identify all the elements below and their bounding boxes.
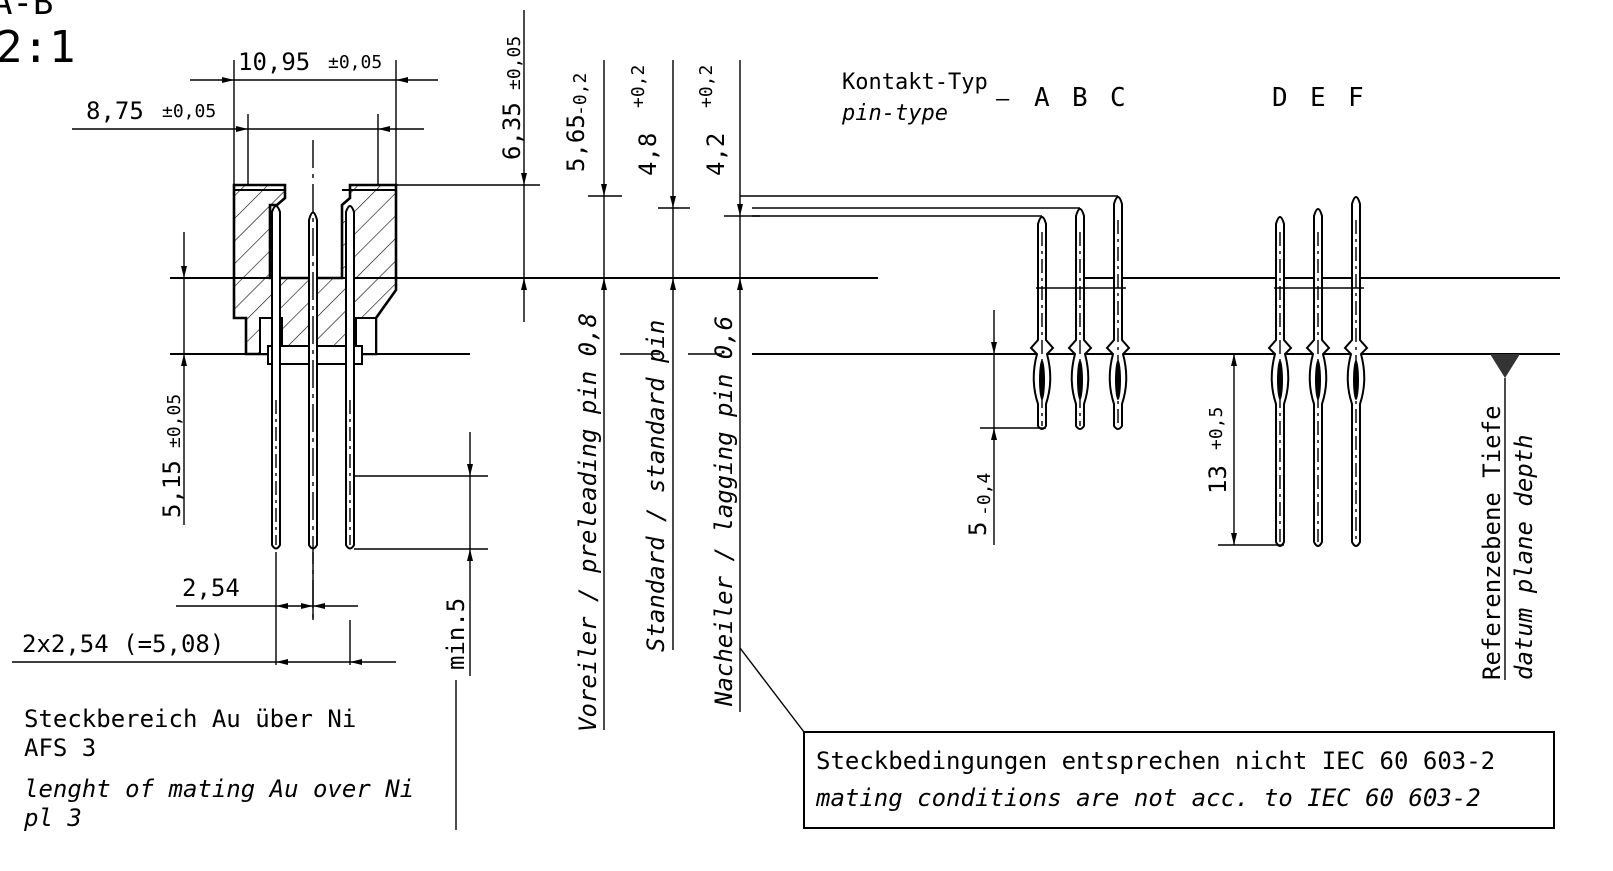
mating-note-de: Steckbedingungen entsprechen nicht IEC 6… (816, 747, 1495, 775)
dim-4-2: 4,2 (702, 133, 730, 176)
dim-10-95-tol: ±0,05 (328, 52, 382, 73)
dim-8-75: 8,75 (86, 97, 144, 125)
dim-5-15-tol: ±0,05 (164, 394, 185, 448)
standard-pin-label: Standard / standard pin (642, 320, 670, 652)
scale-label: 2:1 (0, 22, 75, 73)
dim-4-2-tol: +0,2 (696, 65, 717, 108)
dim-min5: min.5 (442, 598, 470, 670)
dim-13: 13 (1204, 465, 1232, 494)
pin-type-label: pin-type (841, 101, 948, 126)
mating-note-box (803, 731, 1555, 829)
lagging-pin-label: Nacheiler / lagging pin 0,6 (710, 316, 738, 707)
pin-type-b: B (1072, 83, 1088, 113)
pin-type-d: D (1272, 83, 1288, 113)
pin-type-e: E (1310, 83, 1326, 113)
dim-5: 5 (964, 522, 992, 536)
dim-13-tol: +0,5 (1206, 407, 1227, 450)
svg-text:pl 3: pl 3 (23, 804, 82, 832)
dim-6-35: 6,35 (498, 102, 526, 160)
plating-note: Steckbereich Au über Ni AFS 3 lenght of … (23, 705, 414, 832)
datum-plane-label: datum plane depth (1510, 434, 1538, 680)
pin-type-a: A (1034, 83, 1050, 113)
dim-5-65: 5,65 (562, 114, 590, 172)
dim-4-8: 4,8 (634, 133, 662, 176)
dim-5-tol: -0,4 (974, 473, 995, 516)
dim-10-95: 10,95 (238, 48, 310, 76)
dim-5-65-tol: -0,2 (570, 73, 591, 116)
mating-note-en: mating conditions are not acc. to IEC 60… (815, 784, 1481, 812)
dim-6-35-tol: ±0,05 (504, 36, 525, 90)
svg-text:AFS 3: AFS 3 (24, 734, 96, 762)
preleading-pin-label: Voreiler / preleading pin 0,8 (574, 313, 602, 732)
contact-type-dash: — (996, 87, 1010, 112)
reference-plane-label: Referenzebene Tiefe (1478, 405, 1506, 680)
dim-2-54: 2,54 (182, 574, 240, 602)
svg-text:lenght of mating Au over Ni: lenght of mating Au over Ni (24, 775, 414, 803)
dim-8-75-tol: ±0,05 (162, 101, 216, 122)
dim-5-15: 5,15 (158, 460, 186, 518)
pin-type-f-drawing (1343, 196, 1369, 547)
pin-type-c: C (1110, 83, 1126, 113)
datum-triangle-icon (1490, 354, 1520, 378)
dim-2x2-54: 2x2,54 (=5,08) (22, 630, 224, 658)
svg-text:Steckbereich Au über Ni: Steckbereich Au über Ni (24, 705, 356, 733)
pin-type-f: F (1348, 83, 1364, 113)
dim-4-8-tol: +0,2 (628, 65, 649, 108)
contact-type-label: Kontakt-Typ (842, 70, 988, 95)
section-label: A-B (0, 0, 53, 23)
connector-pins (271, 140, 355, 620)
